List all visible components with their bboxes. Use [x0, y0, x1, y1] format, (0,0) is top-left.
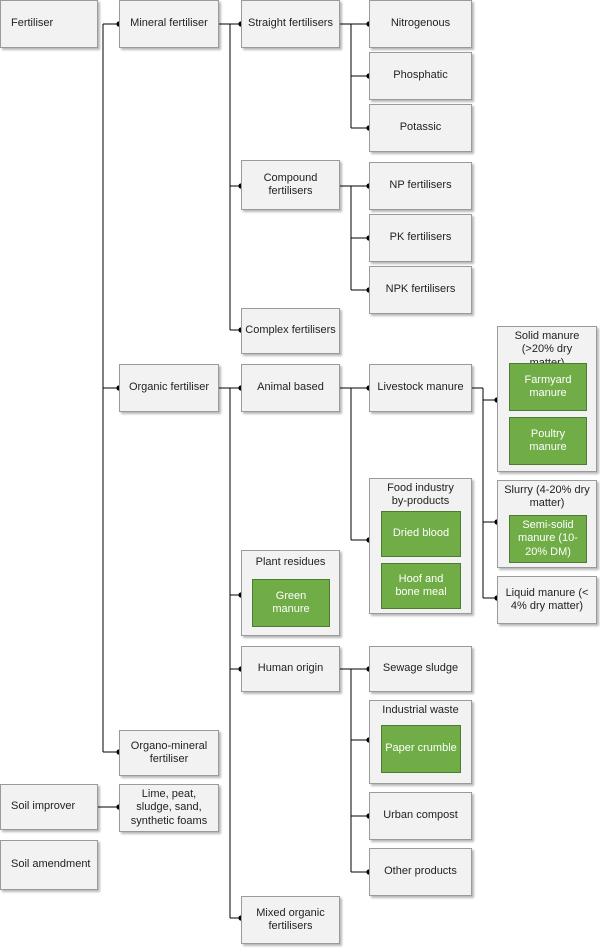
node-compound-fertilisers: Compound fertilisers [241, 160, 340, 210]
node-np-fertilisers: NP fertilisers [369, 162, 472, 210]
node-human-origin: Human origin [241, 646, 340, 692]
node-lime-peat-sludge: Lime, peat, sludge, sand, synthetic foam… [119, 784, 219, 832]
node-paper-crumble: Paper crumble [381, 725, 461, 773]
node-complex-fertilisers: Complex fertilisers [241, 308, 340, 354]
node-animal-based: Animal based [241, 364, 340, 412]
group-plant-residues-title: Plant residues [255, 556, 326, 568]
node-mineral-fertiliser: Mineral fertiliser [119, 0, 219, 48]
group-slurry-title: Slurry (4-20% dry matter) [504, 484, 590, 510]
node-dried-blood: Dried blood [381, 511, 461, 557]
node-organic-fertiliser: Organic fertiliser [119, 364, 219, 412]
node-green-manure: Green manure [252, 579, 330, 627]
group-industrial-waste-title: Industrial waste [382, 704, 459, 716]
node-npk-fertilisers: NPK fertilisers [369, 266, 472, 314]
group-industrial-waste: Industrial waste Paper crumble [369, 700, 472, 784]
node-fertiliser: Fertiliser [0, 0, 98, 48]
node-sewage-sludge: Sewage sludge [369, 646, 472, 692]
node-nitrogenous: Nitrogenous [369, 0, 472, 48]
node-straight-fertilisers: Straight fertilisers [241, 0, 340, 48]
group-solid-manure: Solid manure (>20% dry matter) Farmyard … [497, 326, 597, 472]
node-hoof-and-bone-meal: Hoof and bone meal [381, 563, 461, 609]
node-liquid-manure: Liquid manure (< 4% dry matter) [497, 576, 597, 624]
node-potassic: Potassic [369, 104, 472, 152]
group-food-industry-by-products: Food industry by-products Dried blood Ho… [369, 478, 472, 614]
node-urban-compost: Urban compost [369, 792, 472, 840]
node-pk-fertilisers: PK fertilisers [369, 214, 472, 262]
node-soil-improver: Soil improver [0, 784, 98, 830]
node-soil-amendment: Soil amendment [0, 840, 98, 890]
node-other-products: Other products [369, 848, 472, 896]
node-semi-solid-manure: Semi-solid manure (10-20% DM) [509, 515, 587, 563]
node-livestock-manure: Livestock manure [369, 364, 472, 412]
node-organo-mineral-fertiliser: Organo-mineral fertiliser [119, 730, 219, 776]
node-poultry-manure: Poultry manure [509, 417, 587, 465]
node-farmyard-manure: Farmyard manure [509, 363, 587, 411]
node-phosphatic: Phosphatic [369, 52, 472, 100]
group-plant-residues: Plant residues Green manure [241, 550, 340, 636]
node-mixed-organic-fertilisers: Mixed organic fertilisers [241, 896, 340, 944]
group-food-industry-title: Food industry by-products [387, 482, 454, 508]
group-slurry: Slurry (4-20% dry matter) Semi-solid man… [497, 480, 597, 568]
